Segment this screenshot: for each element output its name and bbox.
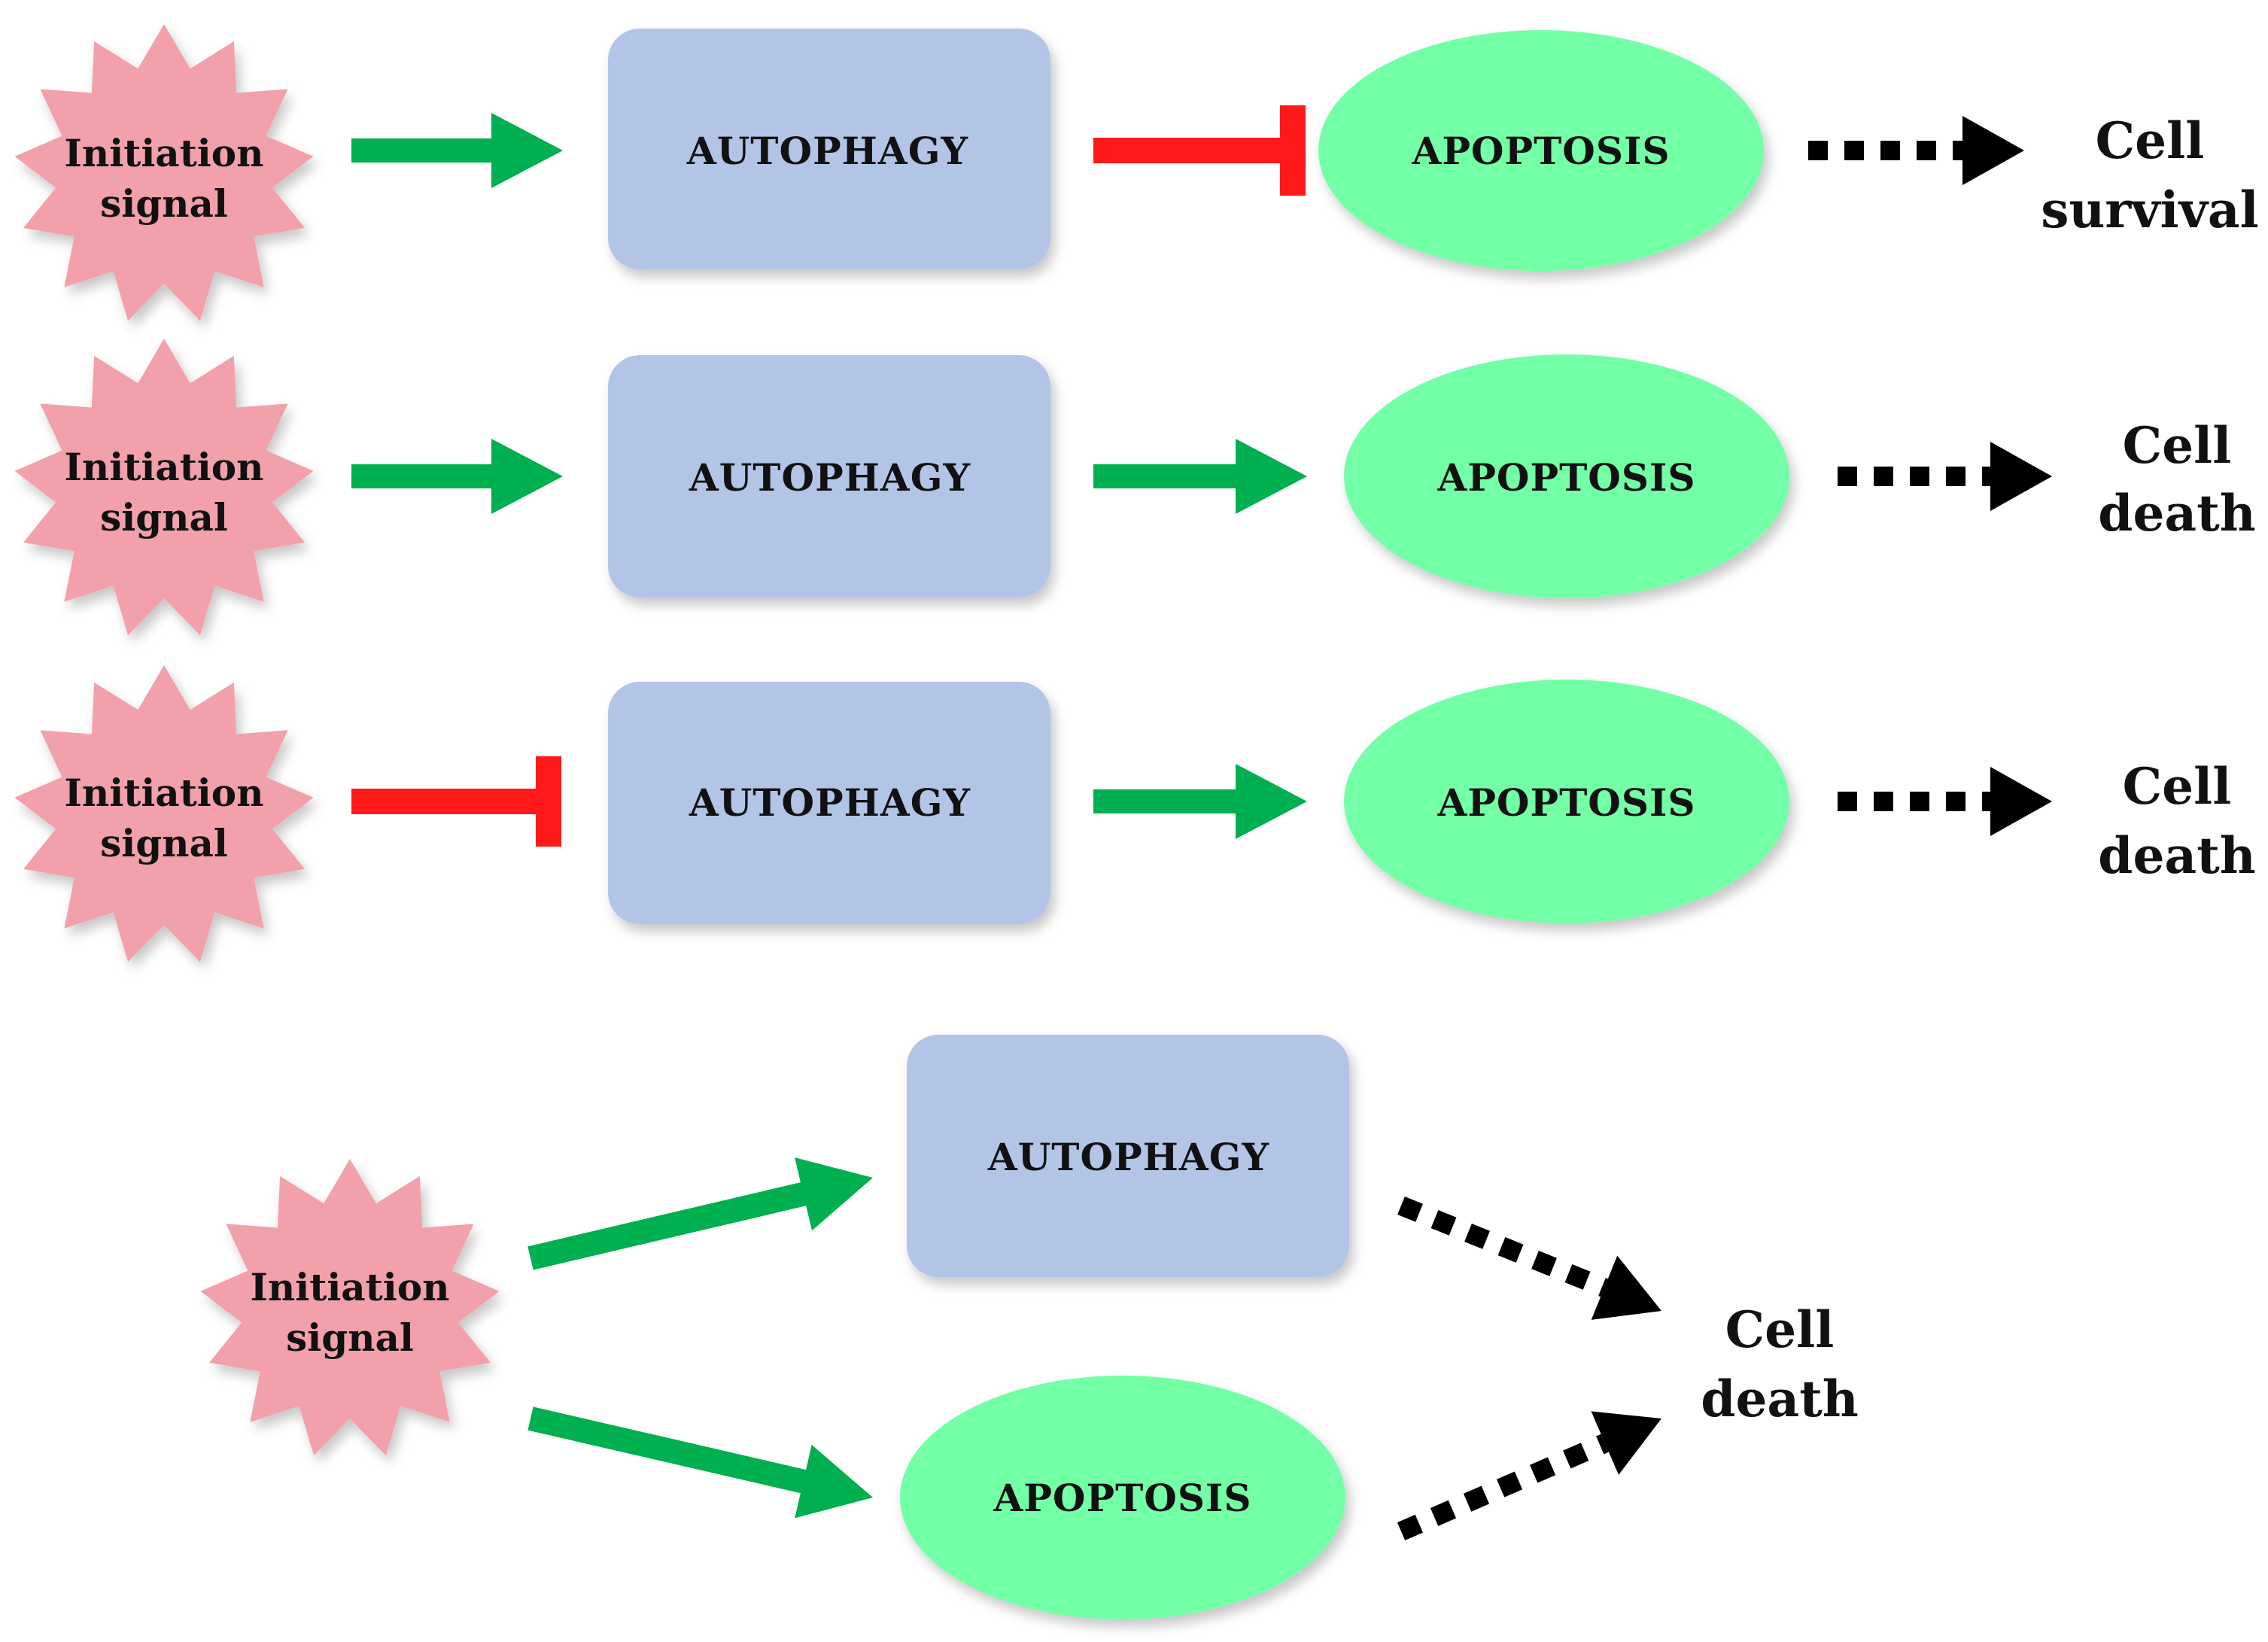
apoptosis-ellipse-shape	[1318, 30, 1764, 271]
autophagy-box-shape	[608, 29, 1050, 269]
signal-starburst-shape	[14, 665, 314, 962]
apoptosis-label: APOPTOSIS	[993, 1476, 1252, 1520]
autophagy-label: AUTOPHAGY	[686, 129, 968, 173]
apoptosis-ellipse-shape	[900, 1376, 1345, 1619]
autophagy-label: AUTOPHAGY	[689, 780, 971, 825]
apoptosis-label: APOPTOSIS	[1437, 780, 1696, 825]
apoptosis-ellipse-3: APOPTOSIS	[1344, 680, 1789, 923]
outcome-cell-survival: Cell survival	[2041, 111, 2259, 239]
dotted-arrowhead	[1591, 1411, 1661, 1475]
activation-shaft	[527, 1406, 809, 1495]
autophagy-label: AUTOPHAGY	[689, 455, 971, 500]
apoptosis-ellipse-1: APOPTOSIS	[1318, 30, 1764, 271]
outcome-arrow-autophagy-to-death	[1397, 1196, 1661, 1320]
dotted-shaft	[1397, 1196, 1608, 1297]
apoptosis-label: APOPTOSIS	[1412, 129, 1671, 173]
dotted-arrowhead	[1591, 1255, 1661, 1320]
outcome-arrow-apoptosis-to-death	[1397, 1411, 1661, 1540]
outcome-cell-death-3: Cell death	[2098, 757, 2255, 885]
signal-label-line-1: Initiation	[250, 1265, 449, 1309]
apoptosis-ellipse-4: APOPTOSIS	[900, 1376, 1345, 1619]
dotted-arrowhead	[1990, 442, 2052, 511]
pathway-row-3: Initiation signal AUTOPHAGY APOPTOSIS Ce…	[14, 665, 2256, 962]
apoptosis-ellipse-shape	[1344, 354, 1789, 598]
inhibition-arrow-autophagy-to-apoptosis-1	[1093, 105, 1306, 196]
activation-arrowhead	[1236, 439, 1307, 514]
autophagy-box-1: AUTOPHAGY	[608, 29, 1050, 269]
signal-label-line-2: signal	[100, 495, 228, 540]
outcome-label-line-1: Cell	[1725, 1300, 1835, 1359]
activation-arrow-signal-to-autophagy-1	[351, 113, 563, 188]
signal-starburst-shape	[200, 1159, 500, 1456]
outcome-label-line-2: death	[1701, 1370, 1858, 1428]
activation-shaft	[527, 1181, 810, 1270]
signal-label-line-2: signal	[100, 821, 228, 865]
pathway-row-1: Initiation signal AUTOPHAGY APOPTOSIS Ce…	[14, 24, 2259, 321]
pathway-row-2: Initiation signal AUTOPHAGY APOPTOSIS Ce…	[14, 339, 2256, 636]
outcome-cell-death-4: Cell death	[1701, 1300, 1858, 1428]
outcome-label-line-2: survival	[2041, 181, 2259, 239]
activation-arrow-autophagy-to-apoptosis-3	[1093, 764, 1307, 839]
autophagy-box-3: AUTOPHAGY	[608, 682, 1050, 924]
autophagy-box-shape	[608, 682, 1050, 924]
activation-arrow-signal-to-apoptosis-4	[527, 1406, 873, 1519]
outcome-label-line-1: Cell	[2123, 416, 2232, 475]
signal-label-line-2: signal	[286, 1315, 414, 1360]
outcome-arrow-3	[1838, 767, 2052, 836]
signal-label-line-2: signal	[100, 181, 228, 226]
initiation-signal-star-3: Initiation signal	[14, 665, 314, 962]
activation-arrowhead	[795, 1444, 873, 1519]
inhibition-arrow-signal-to-autophagy-3	[351, 756, 561, 847]
signal-starburst-shape	[14, 24, 314, 321]
activation-arrowhead	[795, 1157, 873, 1231]
signal-label-line-1: Initiation	[64, 771, 263, 815]
outcome-label-line-1: Cell	[2123, 757, 2232, 816]
activation-arrowhead	[491, 439, 563, 514]
outcome-label-line-2: death	[2098, 826, 2255, 885]
activation-arrowhead	[1236, 764, 1307, 839]
outcome-label-line-2: death	[2098, 484, 2255, 543]
outcome-arrow-2	[1838, 442, 2052, 511]
outcome-cell-death-2: Cell death	[2098, 416, 2255, 543]
apoptosis-ellipse-shape	[1344, 680, 1789, 923]
activation-arrow-signal-to-autophagy-4	[527, 1157, 873, 1270]
autophagy-box-shape	[608, 355, 1050, 598]
autophagy-box-2: AUTOPHAGY	[608, 355, 1050, 598]
apoptosis-label: APOPTOSIS	[1437, 455, 1696, 500]
autophagy-label: AUTOPHAGY	[987, 1135, 1269, 1179]
autophagy-box-4: AUTOPHAGY	[907, 1035, 1349, 1277]
signal-label-line-1: Initiation	[64, 445, 263, 489]
initiation-signal-star-4: Initiation signal	[200, 1159, 500, 1456]
activation-arrow-signal-to-autophagy-2	[351, 439, 563, 514]
outcome-arrow-1	[1808, 116, 2024, 185]
autophagy-box-shape	[907, 1035, 1349, 1277]
apoptosis-ellipse-2: APOPTOSIS	[1344, 354, 1789, 598]
parallel-pathway-panel: Initiation signal AUTOPHAGY APOPTOSIS Ce…	[200, 1035, 1859, 1619]
outcome-label-line-1: Cell	[2096, 111, 2205, 170]
signal-label-line-1: Initiation	[64, 131, 263, 175]
initiation-signal-star-2: Initiation signal	[14, 339, 314, 636]
activation-arrowhead	[491, 113, 563, 188]
dotted-arrowhead	[1990, 767, 2052, 836]
dotted-shaft	[1397, 1434, 1609, 1540]
activation-arrow-autophagy-to-apoptosis-2	[1093, 439, 1307, 514]
dotted-arrowhead	[1962, 116, 2024, 185]
signal-starburst-shape	[14, 339, 314, 636]
initiation-signal-star-1: Initiation signal	[14, 24, 314, 321]
